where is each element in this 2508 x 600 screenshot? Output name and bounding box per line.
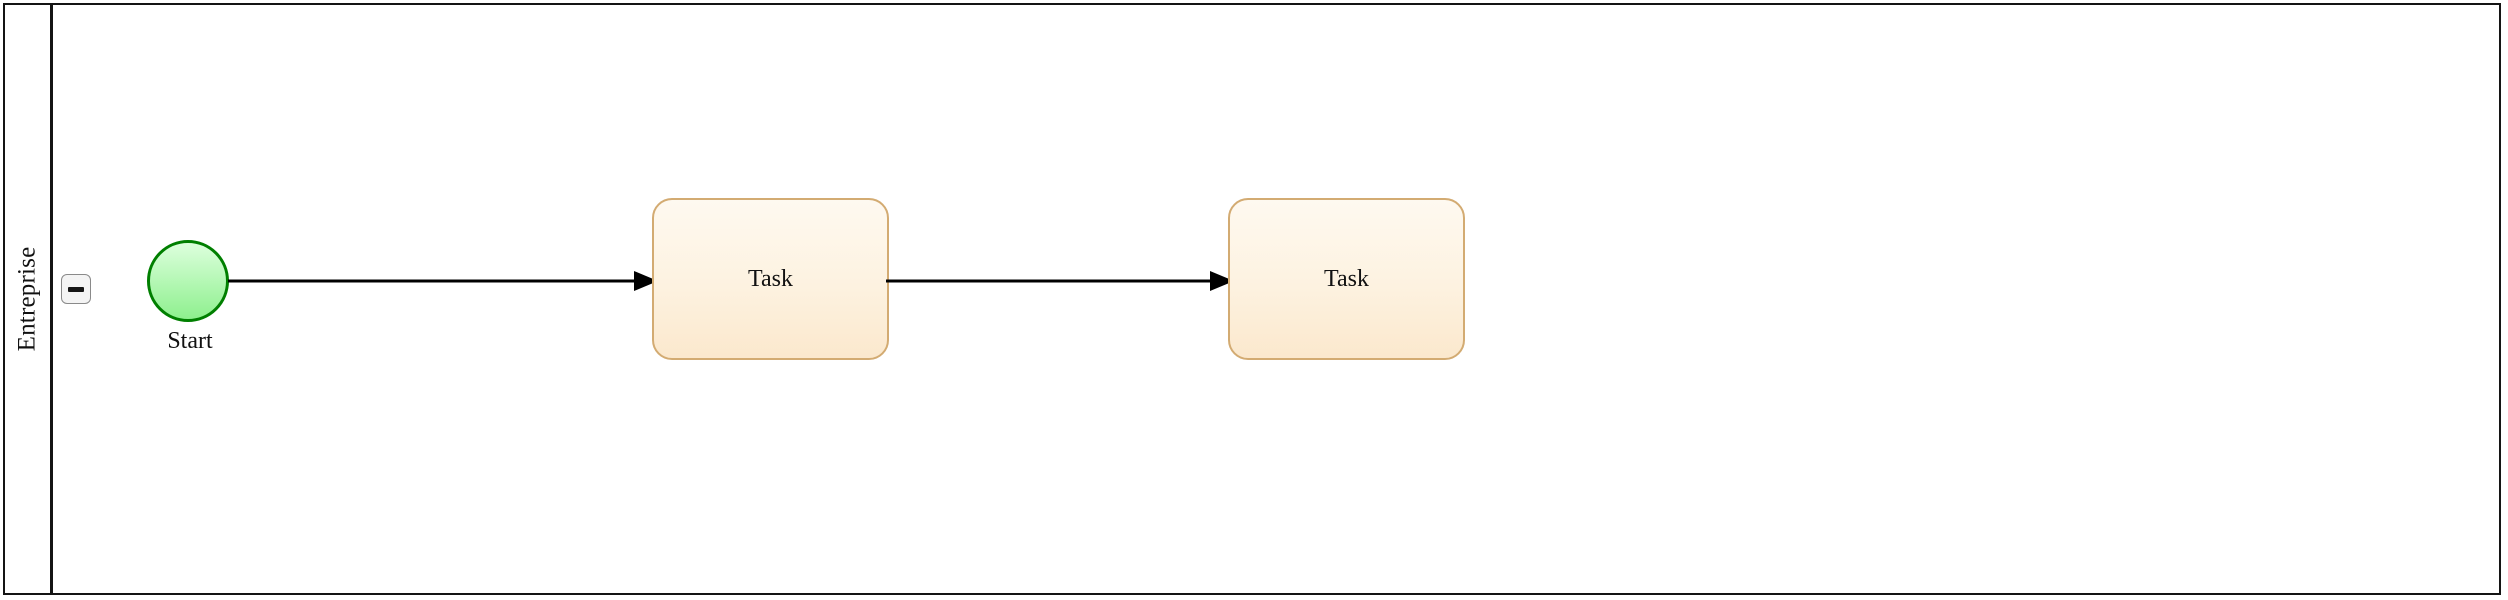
- task-node-1[interactable]: Task: [652, 198, 889, 360]
- task-node-2[interactable]: Task: [1228, 198, 1465, 360]
- pool-entreprise[interactable]: Entreprise: [3, 3, 2501, 595]
- pool-header[interactable]: Entreprise: [5, 5, 53, 593]
- minus-icon: [68, 286, 84, 292]
- start-event-label: Start: [167, 328, 213, 354]
- start-event-node[interactable]: [147, 240, 229, 322]
- pool-collapse-button[interactable]: [61, 274, 91, 304]
- task-label: Task: [748, 265, 793, 292]
- task-label: Task: [1324, 265, 1369, 292]
- pool-name-label: Entreprise: [13, 246, 41, 352]
